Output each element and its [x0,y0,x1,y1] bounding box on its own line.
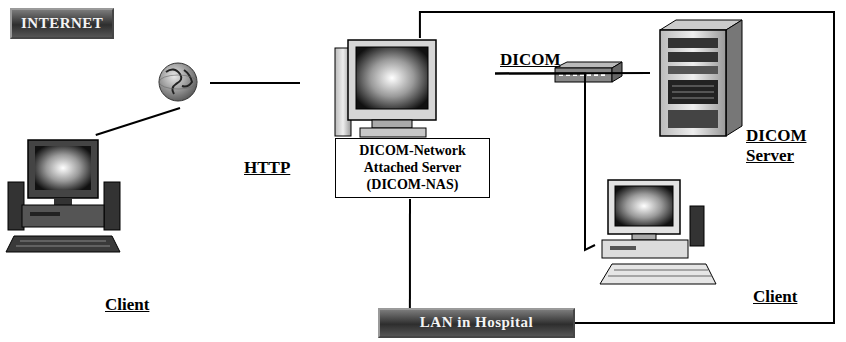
client-computer [600,180,716,284]
dicom-server: DICOM Server [650,20,816,170]
internet-cloud: INTERNET [10,8,210,108]
client-station: Client [595,175,800,315]
network-line [210,83,300,84]
client-computer [6,140,120,252]
protocol-label: DICOM [500,50,560,70]
device-label: DICOM Server [746,126,816,165]
network-badge: LAN in Hospital [378,308,575,338]
nas-server: DICOM-Network Attached Server (DICOM-NAS… [300,38,495,199]
device-label: Client [105,295,149,315]
network-switch [555,62,622,82]
server-tower [660,20,742,136]
network-line [96,108,180,135]
network-line [409,199,410,308]
lan-band: LAN in Hospital [378,308,575,338]
server-label-box: DICOM-Network Attached Server (DICOM-NAS… [335,138,490,198]
globe-icon [159,63,197,101]
nas-computer [335,40,436,137]
network-line [495,73,595,250]
network-badge: INTERNET [10,8,114,39]
protocol-label: HTTP [244,158,290,178]
device-label: Client [753,287,797,307]
client-station: Client [5,135,170,325]
